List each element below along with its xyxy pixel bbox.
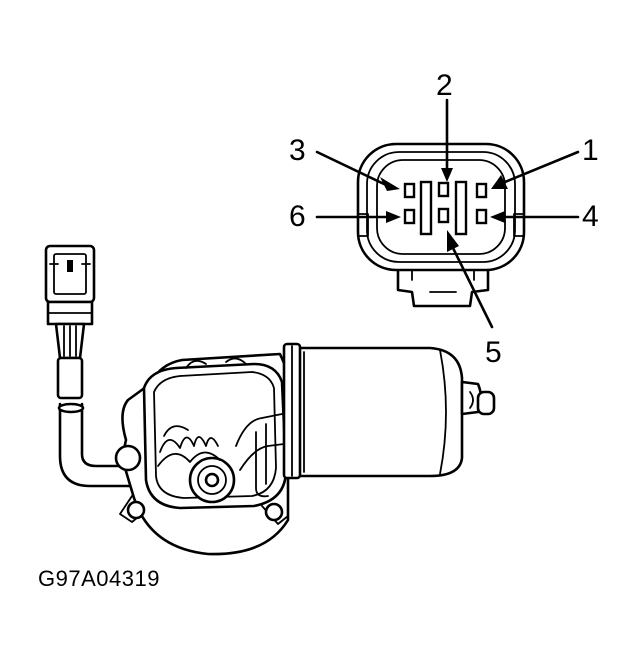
pin-callout-1: 1	[582, 134, 599, 167]
pin-callout-6: 6	[289, 200, 306, 233]
motor-housing	[114, 342, 496, 556]
pin-leaders	[315, 98, 580, 329]
harness-cable	[57, 402, 202, 488]
connector-face	[356, 142, 526, 308]
pin-callout-2: 2	[436, 69, 453, 102]
pin-callouts: 2 3 1 6 4 5	[289, 69, 599, 369]
harness-plug	[44, 244, 96, 400]
pin-callout-5: 5	[485, 336, 502, 369]
internal-wiring	[157, 413, 285, 498]
figure-id: G97A04319	[38, 566, 160, 591]
pin-callout-4: 4	[582, 200, 599, 233]
pin-callout-3: 3	[289, 134, 306, 167]
